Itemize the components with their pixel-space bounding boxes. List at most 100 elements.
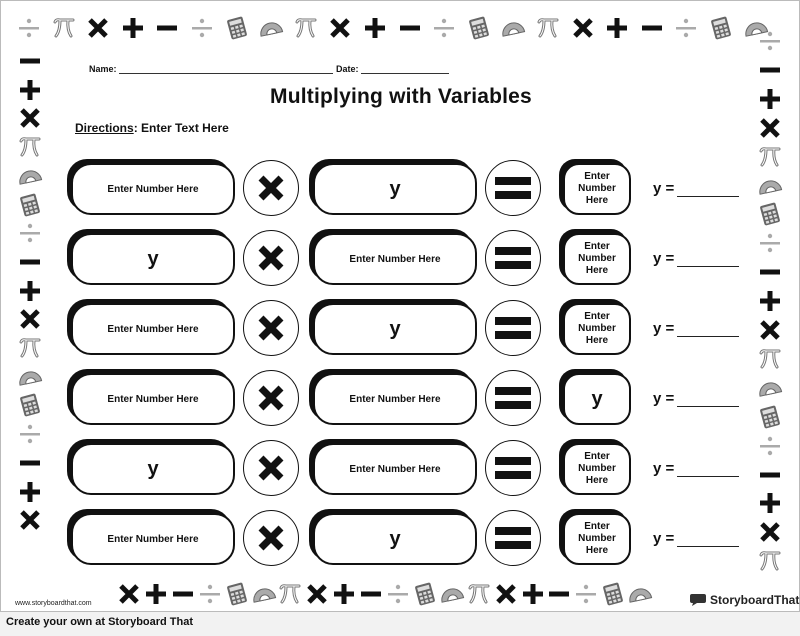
pi-icon — [466, 581, 492, 607]
create-your-own-link[interactable]: Create your own at Storyboard That — [6, 616, 194, 628]
plus-icon — [143, 581, 169, 607]
y-equals-label: y = — [653, 460, 675, 477]
factor-box-left[interactable]: Enter Number Here — [71, 373, 235, 425]
problem-row: Enter Number Here y Enter Number Here y = — [1, 509, 800, 571]
protractor-icon — [743, 15, 769, 41]
minus-icon — [397, 15, 423, 41]
times-icon — [258, 315, 284, 341]
product-box-text: Enter Number Here — [578, 171, 616, 206]
answer-blank[interactable] — [677, 406, 739, 407]
factor-box-left[interactable]: Enter Number Here — [71, 163, 235, 215]
times-icon — [17, 105, 43, 131]
product-box[interactable]: Enter Number Here — [563, 233, 631, 285]
plus-icon — [520, 581, 546, 607]
minus-icon — [17, 450, 43, 476]
pi-icon — [757, 548, 783, 574]
factor-box-left-text: Enter Number Here — [107, 533, 199, 545]
name-line[interactable] — [119, 73, 333, 74]
equals-sign — [485, 230, 541, 286]
equals-icon — [495, 387, 531, 409]
times-sign — [243, 160, 299, 216]
calculator-icon — [17, 192, 43, 218]
factor-box-right-text: y — [389, 527, 401, 550]
storyboardthat-logo[interactable]: StoryboardThat — [689, 593, 799, 607]
calculator-icon — [600, 581, 626, 607]
date-line[interactable] — [361, 73, 449, 74]
times-icon — [258, 455, 284, 481]
factor-box-left[interactable]: y — [71, 443, 235, 495]
factor-box-left-text: Enter Number Here — [107, 183, 199, 195]
product-box[interactable]: Enter Number Here — [563, 163, 631, 215]
answer-blank[interactable] — [677, 546, 739, 547]
problem-row: y Enter Number Here Enter Number Here y = — [1, 439, 800, 501]
product-box-text: y — [591, 387, 603, 410]
protractor-icon — [757, 173, 783, 199]
protractor-icon — [258, 15, 284, 41]
plus-icon — [120, 15, 146, 41]
plus-icon — [17, 278, 43, 304]
minus-icon — [17, 249, 43, 275]
watermark: www.storyboardthat.com — [15, 600, 92, 607]
answer-blank[interactable] — [677, 196, 739, 197]
factor-box-right[interactable]: y — [313, 303, 477, 355]
plus-icon — [757, 490, 783, 516]
logo-text: StoryboardThat — [710, 593, 800, 607]
answer-blank[interactable] — [677, 336, 739, 337]
times-icon — [493, 581, 519, 607]
equals-icon — [495, 527, 531, 549]
factor-box-right[interactable]: Enter Number Here — [313, 233, 477, 285]
divide-icon — [431, 15, 457, 41]
factor-box-left[interactable]: Enter Number Here — [71, 303, 235, 355]
times-icon — [304, 581, 330, 607]
factor-box-left-text: y — [147, 247, 159, 270]
times-icon — [258, 245, 284, 271]
product-box[interactable]: Enter Number Here — [563, 443, 631, 495]
answer-blank[interactable] — [677, 476, 739, 477]
factor-box-left-text: Enter Number Here — [107, 323, 199, 335]
calculator-icon — [757, 201, 783, 227]
protractor-icon — [757, 375, 783, 401]
product-box-text: Enter Number Here — [578, 241, 616, 276]
plus-icon — [331, 581, 357, 607]
product-box[interactable]: Enter Number Here — [563, 513, 631, 565]
pi-icon — [293, 15, 319, 41]
directions-label: Directions — [75, 121, 134, 135]
factor-box-right-text: Enter Number Here — [349, 253, 441, 265]
pi-icon — [757, 144, 783, 170]
divide-icon — [17, 421, 43, 447]
equals-sign — [485, 510, 541, 566]
divide-icon — [16, 15, 42, 41]
plus-icon — [757, 86, 783, 112]
product-box-text: Enter Number Here — [578, 521, 616, 556]
minus-icon — [546, 581, 572, 607]
protractor-icon — [251, 581, 277, 607]
factor-box-left[interactable]: y — [71, 233, 235, 285]
equals-sign — [485, 440, 541, 496]
times-icon — [327, 15, 353, 41]
calculator-icon — [708, 15, 734, 41]
factor-box-left[interactable]: Enter Number Here — [71, 513, 235, 565]
answer-blank[interactable] — [677, 266, 739, 267]
times-icon — [258, 525, 284, 551]
factor-box-right[interactable]: Enter Number Here — [313, 443, 477, 495]
times-icon — [757, 317, 783, 343]
product-box[interactable]: Enter Number Here — [563, 303, 631, 355]
y-equals-label: y = — [653, 250, 675, 267]
product-box[interactable]: y — [563, 373, 631, 425]
y-equals-label: y = — [653, 530, 675, 547]
times-icon — [85, 15, 111, 41]
product-box-text: Enter Number Here — [578, 311, 616, 346]
factor-box-right[interactable]: Enter Number Here — [313, 373, 477, 425]
equals-icon — [495, 247, 531, 269]
divide-icon — [573, 581, 599, 607]
factor-box-right[interactable]: y — [313, 163, 477, 215]
plus-icon — [17, 479, 43, 505]
directions: Directions: Enter Text Here — [75, 121, 229, 135]
factor-box-right[interactable]: y — [313, 513, 477, 565]
factor-box-left-text: Enter Number Here — [107, 393, 199, 405]
times-icon — [570, 15, 596, 41]
divide-icon — [757, 433, 783, 459]
equals-sign — [485, 160, 541, 216]
times-icon — [258, 385, 284, 411]
